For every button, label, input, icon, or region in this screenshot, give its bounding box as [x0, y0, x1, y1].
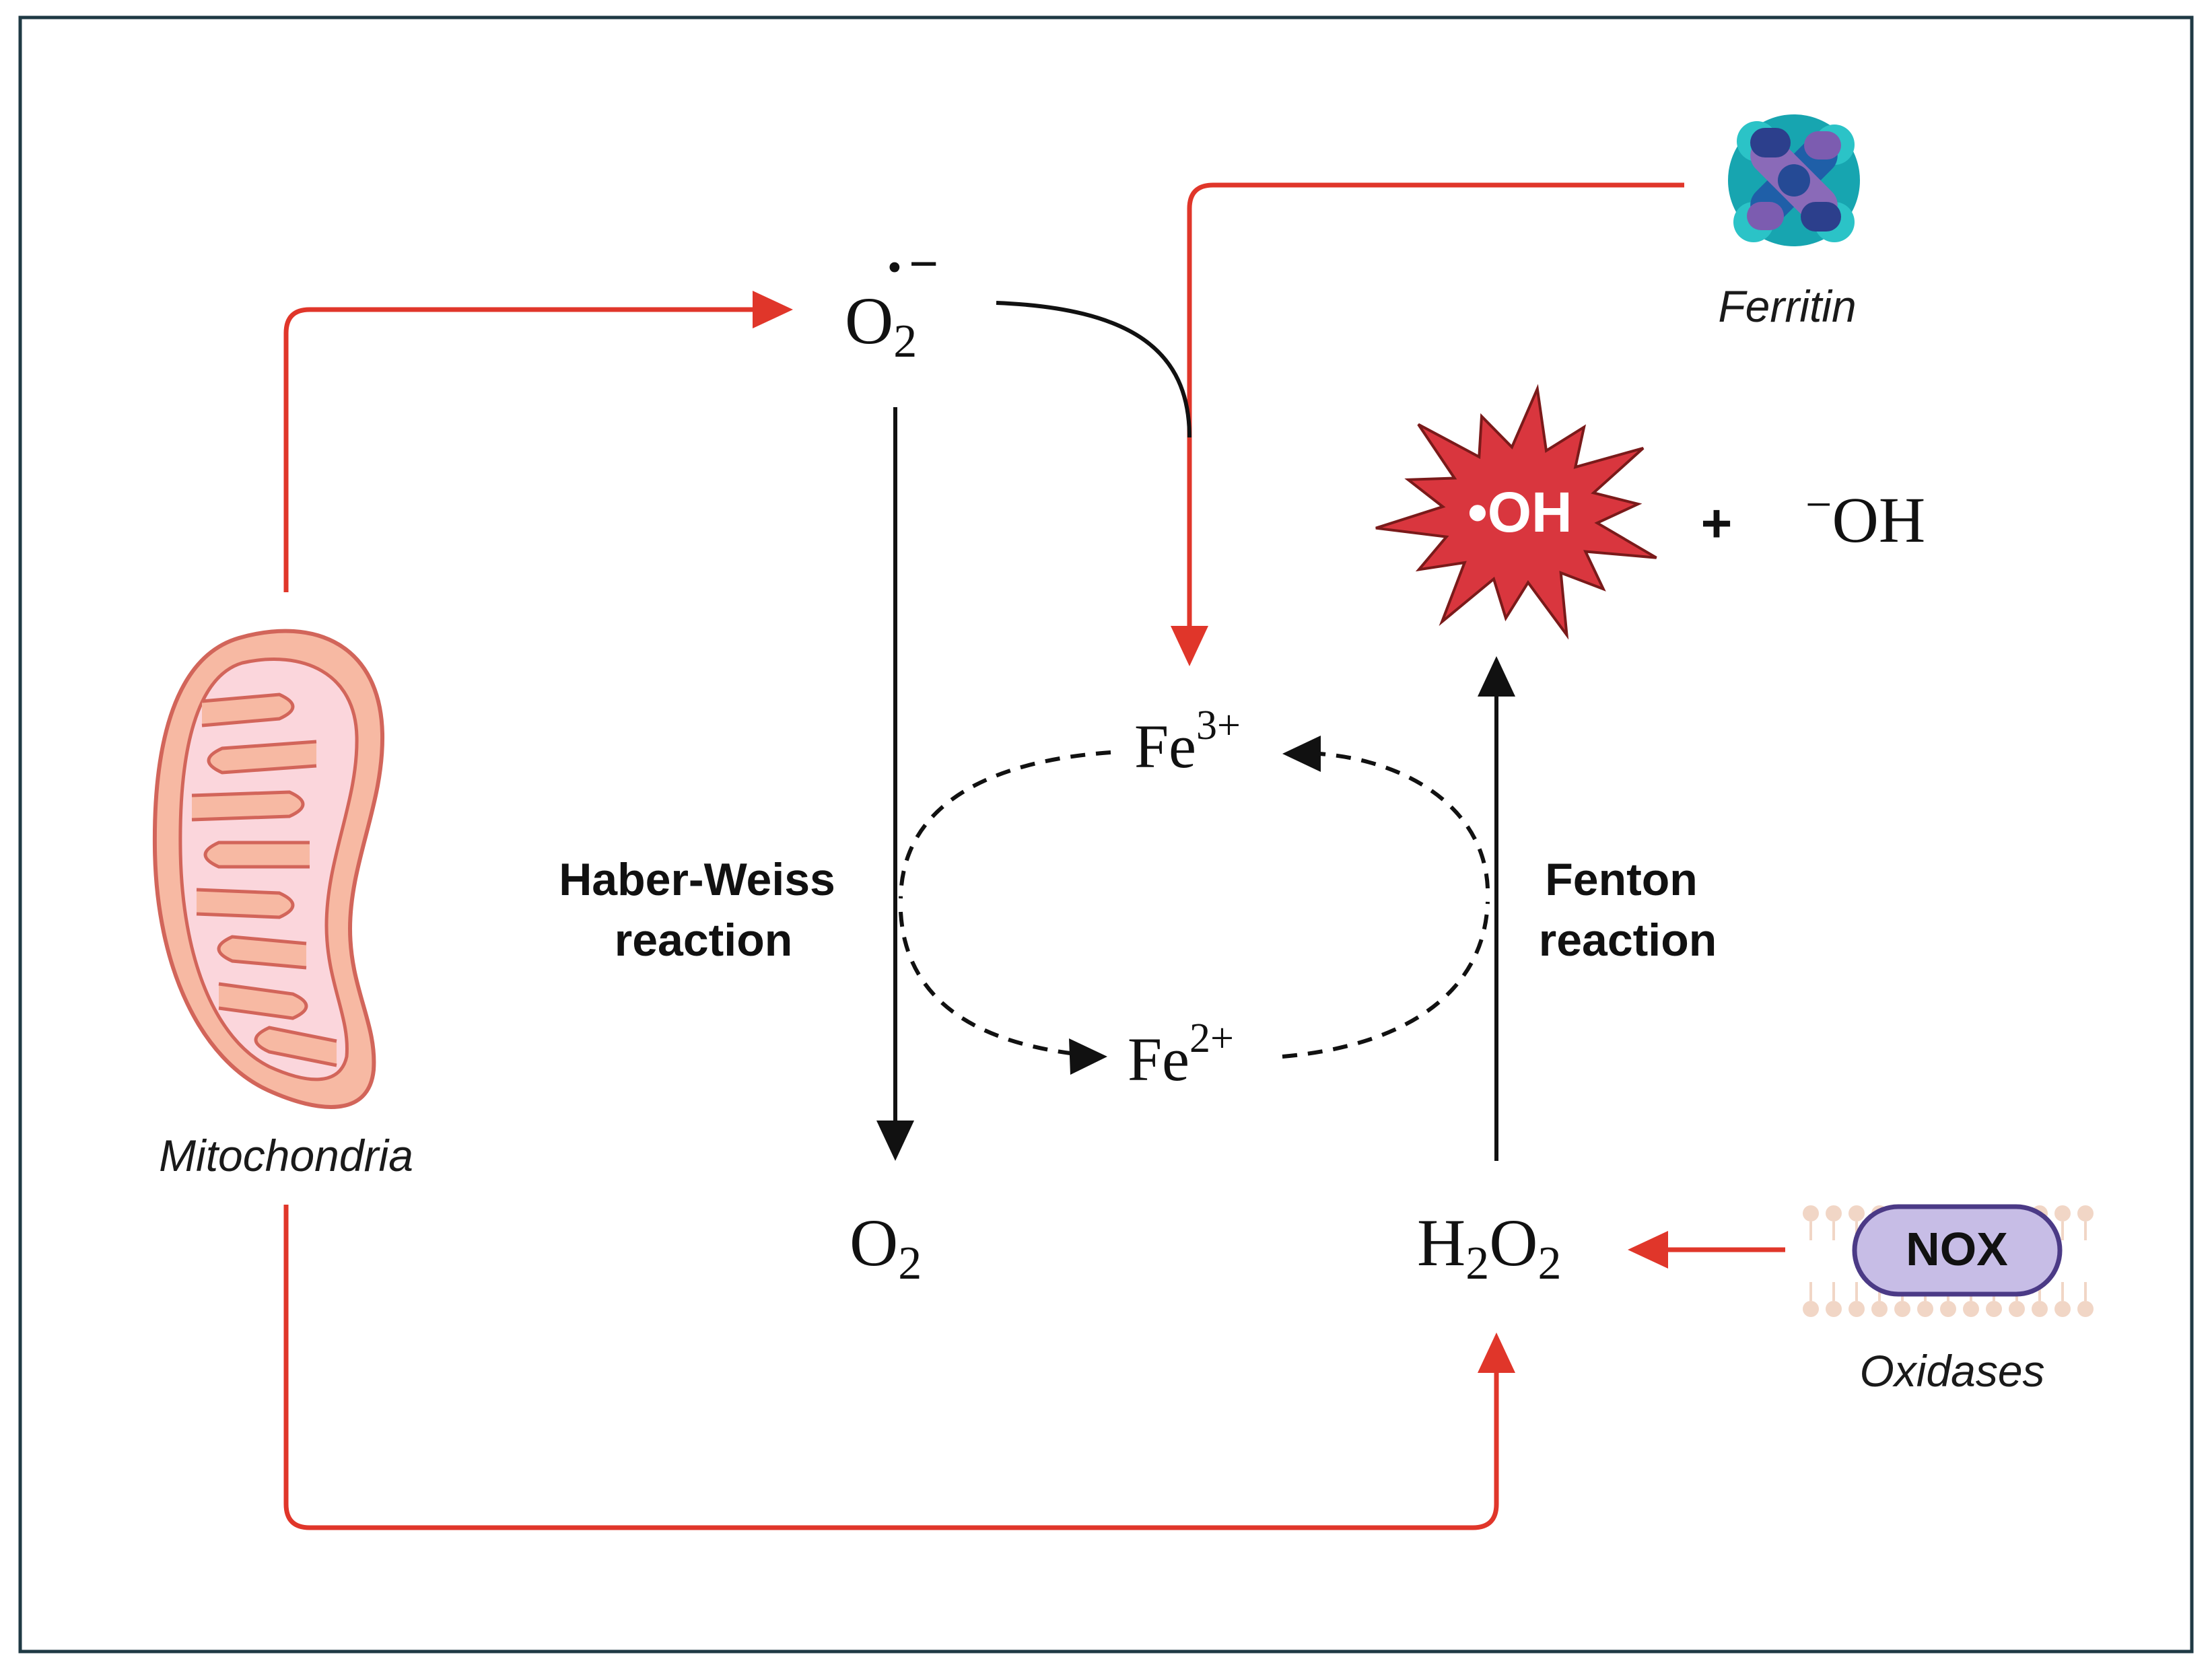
hydroxyl-radical-label: •OH: [1467, 481, 1572, 544]
svg-text:H2O2: H2O2: [1417, 1205, 1561, 1289]
mitochondria-crista: [254, 1026, 337, 1067]
radical-dot: •: [887, 245, 902, 291]
lipid-head: [2032, 1301, 2048, 1317]
lipid-head: [2054, 1301, 2071, 1317]
mitochondria-crista: [203, 841, 310, 869]
iron-cycle-to-ferrous-arrowhead: [1069, 1038, 1107, 1075]
oxygen-label: O2: [850, 1205, 922, 1289]
nox-label: NOX: [1906, 1223, 2008, 1275]
mito-to-superoxide-arrowhead: [753, 291, 793, 328]
lipid-head: [1826, 1205, 1842, 1221]
mitochondria-crista: [196, 888, 295, 919]
mitochondria-crista: [207, 740, 317, 775]
fenton-arrowhead: [1478, 656, 1515, 697]
svg-text:Fe2+: Fe2+: [1128, 1016, 1234, 1094]
plus-sign: +: [1701, 493, 1733, 553]
iron-cycle-to-ferric-arrowhead: [1282, 736, 1321, 772]
lipid-head: [2009, 1301, 2025, 1317]
lipid-head: [2077, 1205, 2094, 1221]
haber-weiss-label: Haber-Weiss reaction: [559, 854, 848, 966]
ferric-ion-label: Fe3+: [1134, 703, 1241, 781]
mitochondria-crista: [201, 693, 295, 727]
lipid-head: [1986, 1301, 2002, 1317]
hydroxyl-burst-icon: •OH: [1375, 384, 1657, 640]
ferrous-ion-label: Fe2+: [1128, 1016, 1234, 1094]
lipid-head: [1871, 1301, 1888, 1317]
mitochondria-crista: [218, 982, 308, 1020]
ferritin-to-ferric-arrow: [1187, 182, 1684, 629]
oxidases-label: Oxidases: [1859, 1346, 2044, 1396]
iron-cycle-upper-arc: [899, 750, 1111, 899]
lipid-head: [1894, 1301, 1910, 1317]
ferritin-to-ferric-arrowhead: [1171, 626, 1208, 666]
lipid-head: [1848, 1301, 1865, 1317]
lipid-head: [1848, 1205, 1865, 1221]
lipid-head: [1803, 1205, 1819, 1221]
lipid-head: [1940, 1301, 1956, 1317]
svg-text:−OH: −OH: [1805, 479, 1925, 556]
fenton-label: Fenton reaction: [1539, 854, 1717, 966]
mito-to-peroxide-arrow: [283, 1205, 1499, 1530]
haber-weiss-arrowhead: [876, 1121, 914, 1161]
superoxide-label: O2 • −: [845, 234, 938, 367]
hydrogen-peroxide-label: H2O2: [1417, 1205, 1561, 1289]
diagram-frame: [18, 15, 2194, 1654]
oxidases-to-peroxide-arrowhead: [1628, 1231, 1668, 1269]
mitochondria-crista: [217, 935, 307, 970]
lipid-head: [2054, 1205, 2071, 1221]
hydroxide-label: −OH: [1805, 479, 1925, 556]
ferritin-label: Ferritin: [1718, 281, 1856, 331]
svg-text:Fe3+: Fe3+: [1134, 703, 1241, 781]
superoxide-charge: −: [909, 234, 938, 293]
mito-to-superoxide-arrow: [283, 307, 761, 592]
mitochondria-icon: [152, 629, 385, 1109]
lipid-head: [1963, 1301, 1979, 1317]
mitochondria-crista: [191, 790, 305, 822]
lipid-head: [1917, 1301, 1933, 1317]
lipid-head: [1826, 1301, 1842, 1317]
mitochondria-label: Mitochondria: [159, 1131, 413, 1180]
lipid-head: [2077, 1301, 2094, 1317]
iron-cycle-right-lower-arc: [1282, 901, 1490, 1059]
svg-text:O2: O2: [845, 283, 917, 367]
iron-cycle-right-upper-arc: [1319, 752, 1490, 889]
superoxide-reduces-iron-curve: [996, 301, 1191, 438]
svg-text:O2: O2: [850, 1205, 922, 1289]
mito-to-peroxide-arrowhead: [1478, 1333, 1515, 1373]
lipid-head: [1803, 1301, 1819, 1317]
ferritin-icon: [1728, 114, 1860, 246]
iron-cycle-lower-arc: [899, 911, 1071, 1055]
nox-membrane-icon: NOX: [1803, 1204, 2094, 1317]
